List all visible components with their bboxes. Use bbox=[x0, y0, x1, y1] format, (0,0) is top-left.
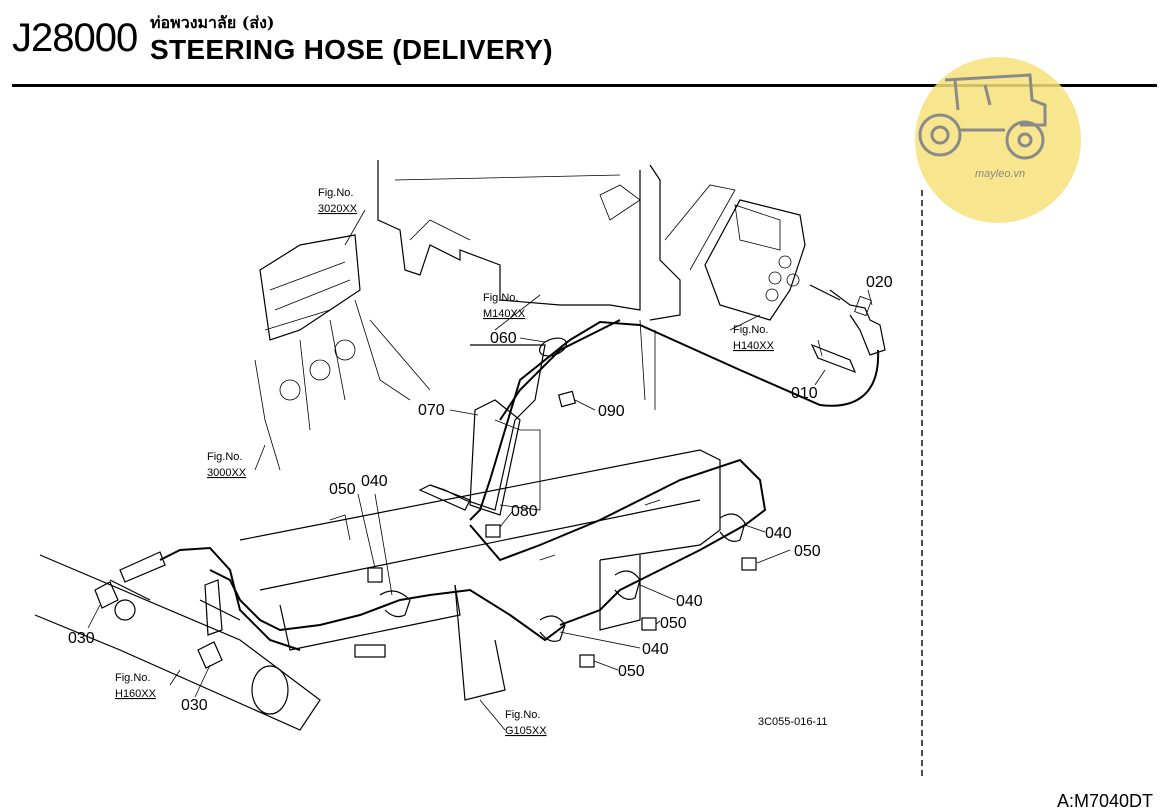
fitting-030-left bbox=[94, 581, 119, 609]
callout-050-top: 050 bbox=[329, 481, 356, 498]
svg-text:Fig.No.: Fig.No. bbox=[733, 324, 768, 336]
bolt-050-d bbox=[579, 654, 595, 668]
bolt-090 bbox=[557, 390, 577, 408]
hose-to-cylinder bbox=[159, 546, 301, 651]
callout-040-low: 040 bbox=[642, 641, 669, 658]
callout-060: 060 bbox=[490, 330, 517, 347]
bolt-050-c bbox=[641, 617, 657, 631]
svg-text:Fig.No.: Fig.No. bbox=[115, 672, 150, 684]
fitting-010 bbox=[810, 339, 857, 374]
svg-text:Fig.No.: Fig.No. bbox=[483, 292, 518, 304]
title-english: STEERING HOSE (DELIVERY) bbox=[150, 34, 553, 65]
callout-040-top: 040 bbox=[361, 473, 388, 490]
fig-ref-3020xx: Fig.No. 3020XX bbox=[318, 187, 358, 215]
callout-070: 070 bbox=[418, 402, 445, 419]
fitting-030-right bbox=[197, 641, 223, 669]
lower-hose-branch bbox=[209, 569, 566, 642]
front-axle-frame bbox=[239, 449, 721, 701]
clamp-040-d bbox=[719, 513, 746, 542]
fig-ref-h160xx: Fig.No. H160XX bbox=[115, 672, 157, 700]
svg-text:Fig.No.: Fig.No. bbox=[318, 187, 353, 199]
svg-text:H140XX: H140XX bbox=[733, 340, 775, 352]
callout-090: 090 bbox=[598, 403, 625, 420]
fitting-020 bbox=[809, 284, 886, 356]
callout-010: 010 bbox=[791, 385, 818, 402]
svg-text:M140XX: M140XX bbox=[483, 308, 526, 320]
bolt-050-a bbox=[367, 567, 383, 583]
callout-050-right: 050 bbox=[794, 543, 821, 560]
bolt-080 bbox=[485, 524, 501, 538]
engine-block bbox=[254, 234, 431, 471]
page-code: J28000 bbox=[12, 16, 138, 60]
header-rule bbox=[12, 84, 1157, 87]
watermark-text: mayleo.vn bbox=[975, 168, 1025, 180]
title-thai: ท่อพวงมาลัย (ส่ง) bbox=[150, 13, 275, 32]
svg-text:Fig.No.: Fig.No. bbox=[207, 451, 242, 463]
svg-text:3020XX: 3020XX bbox=[318, 203, 358, 215]
steering-valve bbox=[664, 184, 806, 321]
callout-040-right: 040 bbox=[765, 525, 792, 542]
fig-ref-g105xx: Fig.No. G105XX bbox=[505, 709, 547, 737]
callout-020: 020 bbox=[866, 274, 893, 291]
watermark-logo: mayleo.vn bbox=[915, 57, 1081, 223]
clip-060 bbox=[538, 337, 568, 357]
clamp-040-a bbox=[379, 590, 411, 618]
fig-ref-h140xx: Fig.No. H140XX bbox=[733, 324, 775, 352]
fig-ref-m140xx: Fig.No. M140XX bbox=[483, 292, 526, 320]
hose-end-left bbox=[119, 551, 166, 583]
lower-hose-loop bbox=[469, 458, 767, 626]
callout-040-mid: 040 bbox=[676, 593, 703, 610]
callout-050-mid: 050 bbox=[660, 615, 687, 632]
svg-text:Fig.No.: Fig.No. bbox=[505, 709, 540, 721]
model-code: A:M7040DT bbox=[1056, 791, 1153, 811]
callout-030-left: 030 bbox=[68, 630, 95, 647]
svg-text:3000XX: 3000XX bbox=[207, 467, 247, 479]
callout-080: 080 bbox=[511, 503, 538, 520]
callout-050-low: 050 bbox=[618, 663, 645, 680]
svg-text:H160XX: H160XX bbox=[115, 688, 157, 700]
bolt-050-b bbox=[741, 557, 757, 571]
bracket-070 bbox=[418, 344, 546, 516]
clamp-040-b bbox=[614, 570, 641, 600]
svg-text:G105XX: G105XX bbox=[505, 725, 547, 737]
steering-hose-main bbox=[469, 320, 880, 521]
drawing-code: 3C055-016-11 bbox=[758, 716, 828, 728]
hose-end-spring bbox=[204, 579, 223, 636]
leader-lines bbox=[87, 209, 873, 731]
fig-ref-3000xx: Fig.No. 3000XX bbox=[207, 451, 247, 479]
callout-030-right: 030 bbox=[181, 697, 208, 714]
dashboard-frame bbox=[377, 160, 681, 410]
